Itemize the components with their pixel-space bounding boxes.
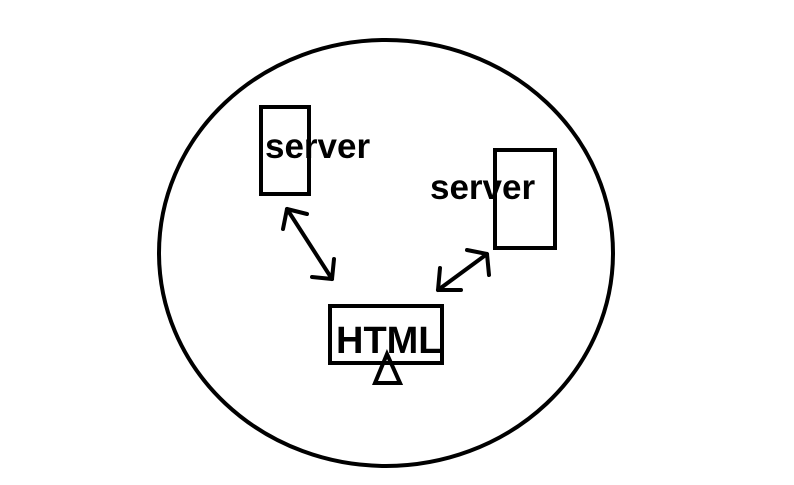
stand-triangle-icon (372, 348, 404, 385)
connector-left (281, 207, 336, 281)
server-label-left: server (265, 127, 370, 166)
connector-left-shaft (285, 207, 334, 281)
server-node-left: server (259, 105, 370, 196)
connector-right-shaft (436, 252, 489, 292)
boundary-circle (157, 38, 615, 468)
connector-right-head-top (465, 248, 491, 277)
html-box (328, 304, 444, 365)
connector-right-head-bottom (436, 266, 463, 292)
server-box-right (493, 148, 557, 250)
connector-left-head-top (281, 207, 309, 231)
html-node: HTML (328, 304, 444, 385)
connector-right (436, 248, 491, 292)
server-label-right: server (430, 168, 535, 207)
connector-left-head-bottom (310, 257, 336, 281)
server-node-right: server (430, 148, 557, 250)
server-box-left (259, 105, 311, 196)
